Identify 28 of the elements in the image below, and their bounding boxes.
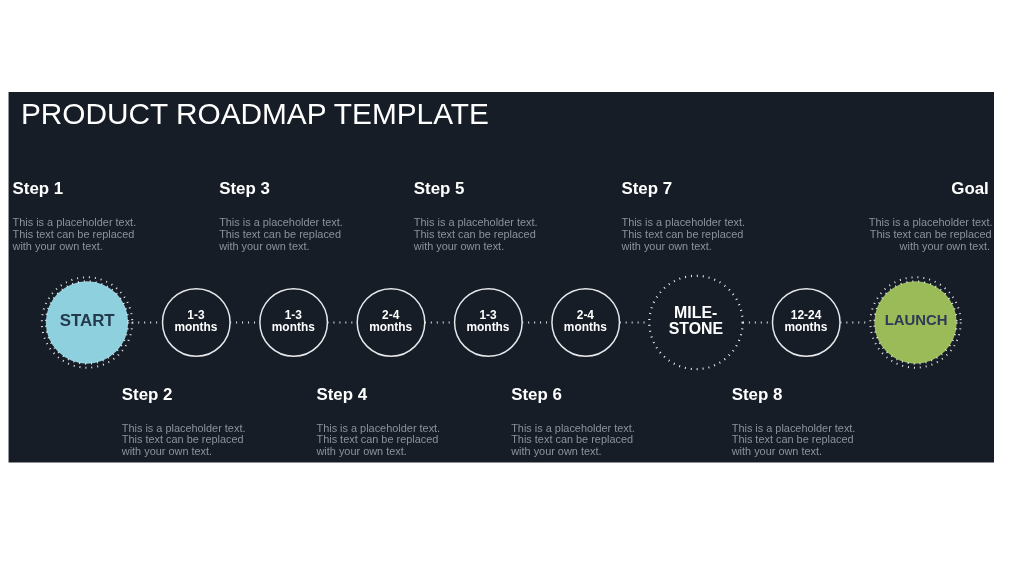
label: Goal — [951, 178, 989, 198]
label: This is a placeholder text. This text can be replaced with your own text. — [868, 215, 993, 252]
label: Step 6 — [511, 384, 562, 404]
label: Step 4 — [316, 384, 368, 404]
node-circle: 1-3 months — [453, 287, 523, 357]
node-circle: 1-3 months — [259, 287, 329, 357]
diagram-title: PRODUCT ROADMAP TEMPLATE — [20, 96, 489, 130]
label: This is a placeholder text. This text can be replaced with your own text. — [731, 421, 856, 458]
label: This is a placeholder text. This text can be replaced with your own text. — [121, 421, 246, 458]
node-circle: MILE-STONE — [648, 274, 744, 371]
node-circle: START — [40, 276, 134, 369]
label: This is a placeholder text. This text can be replaced with your own text. — [219, 215, 343, 252]
label: This is a placeholder text. This text can be replaced with your own text. — [511, 421, 635, 458]
label: Step 7 — [621, 178, 673, 198]
label: Step 8 — [731, 384, 783, 404]
node-circle: 12-24 months — [771, 287, 841, 357]
node-circle: 2-4 months — [551, 287, 621, 357]
label: Step 1 — [12, 178, 64, 198]
node-circle: 1-3 months — [161, 287, 231, 357]
label: Step 3 — [219, 178, 270, 198]
node-circle: LAUNCH — [869, 276, 962, 369]
label: This is a placeholder text. This text can be replaced with your own text. — [316, 421, 441, 458]
label: Step 2 — [121, 384, 173, 404]
label: This is a placeholder text. This text can be replaced with your own text. — [621, 215, 746, 252]
label: This is a placeholder text. This text can be replaced with your own text. — [413, 215, 538, 252]
node-circle: 2-4 months — [356, 287, 426, 357]
label: Step 5 — [413, 178, 465, 198]
label: This is a placeholder text. This text can be replaced with your own text. — [12, 215, 137, 252]
